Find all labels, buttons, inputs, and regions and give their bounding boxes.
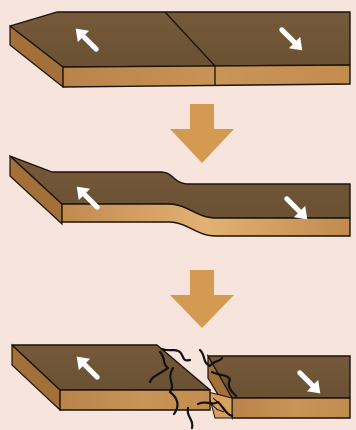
motion-arrow-icon: [297, 370, 321, 394]
rupture-burst-icon: [148, 347, 238, 430]
block-front-face: [59, 389, 211, 411]
stage-rupture: [11, 343, 351, 430]
down-arrow-icon: [170, 270, 234, 328]
motion-arrow-icon: [279, 27, 303, 51]
block-front-face: [231, 397, 351, 419]
motion-arrow-icon: [75, 28, 99, 52]
block-front-face: [61, 203, 351, 237]
block-front-face: [62, 64, 351, 88]
down-arrow-icon: [170, 104, 234, 163]
stage-initial: [9, 11, 351, 89]
stage-elastic-bending: [9, 154, 351, 237]
motion-arrow-icon: [76, 186, 100, 210]
left-block: [11, 343, 211, 412]
block-top-face: [9, 11, 351, 68]
motion-arrow-icon: [284, 196, 308, 220]
fault-line: [164, 11, 216, 86]
motion-arrow-icon: [76, 356, 100, 380]
right-block: [206, 353, 351, 421]
